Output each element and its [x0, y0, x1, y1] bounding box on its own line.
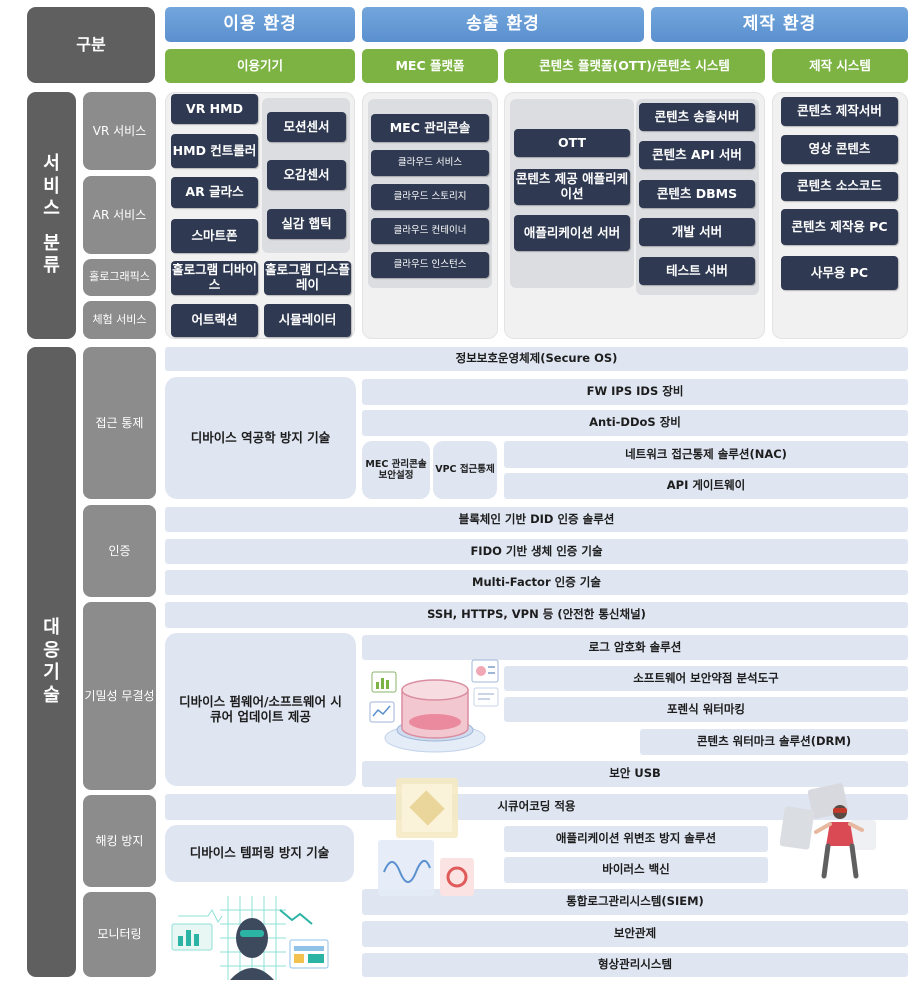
device-hologram-display: 홀로그램 디스플레이 — [264, 261, 351, 295]
row-vr-service: VR 서비스 — [83, 92, 156, 170]
device-tamper-box: 디바이스 템퍼링 방지 기술 — [165, 825, 354, 882]
api-gateway-bar: API 게이트웨이 — [504, 473, 908, 499]
device-reverse-engineering-box: 디바이스 역공학 방지 기술 — [165, 377, 356, 499]
cat-anti-hacking: 해킹 방지 — [83, 795, 156, 887]
firmware-secure-update-box: 디바이스 펌웨어/소프트웨어 시큐어 업데이트 제공 — [165, 633, 356, 786]
test-server: 테스트 서버 — [639, 257, 755, 285]
face-scan-illustration — [171, 896, 329, 980]
antivirus-bar: 바이러스 백신 — [504, 857, 768, 883]
device-motion-sensor: 모션센서 — [267, 112, 346, 142]
content-source-code: 콘텐츠 소스코드 — [781, 172, 898, 201]
content-api-server: 콘텐츠 API 서버 — [639, 141, 755, 169]
vr-user-illustration — [780, 783, 876, 879]
cloud-storage: 클라우드 스토리지 — [371, 184, 489, 210]
cat-access-control: 접근 통제 — [83, 347, 156, 499]
vpc-access-control-box: VPC 접근통제 — [433, 441, 497, 499]
configuration-management-bar: 형상관리시스템 — [362, 953, 908, 977]
cat-authentication: 인증 — [83, 505, 156, 597]
ott-box: OTT — [514, 129, 630, 157]
row-experience-service: 체험 서비스 — [83, 301, 156, 339]
development-server: 개발 서버 — [639, 218, 755, 246]
device-vr-hmd: VR HMD — [171, 94, 258, 124]
analytics-illustration — [378, 778, 474, 896]
device-haptic: 실감 햅틱 — [267, 209, 346, 239]
category-header: 구분 — [27, 7, 155, 83]
content-production-server: 콘텐츠 제작서버 — [781, 97, 898, 126]
env-broadcast-header: 송출 환경 — [362, 7, 644, 42]
row-holographics: 홀로그래픽스 — [83, 259, 156, 296]
device-five-senses-sensor: 오감센서 — [267, 160, 346, 190]
cloud-instance: 클라우드 인스턴스 — [371, 252, 489, 278]
device-hmd-controller: HMD 컨트롤러 — [171, 134, 258, 168]
log-encryption-bar: 로그 암호화 솔루션 — [362, 635, 908, 660]
security-hub-illustration — [369, 659, 499, 753]
nac-bar: 네트워크 접근통제 솔루션(NAC) — [504, 441, 908, 468]
cat-monitoring: 모니터링 — [83, 892, 156, 977]
device-attraction: 어트랙션 — [171, 304, 258, 337]
drm-watermark-bar: 콘텐츠 워터마크 솔루션(DRM) — [640, 729, 908, 755]
cloud-service: 클라우드 서비스 — [371, 150, 489, 176]
fido-auth-bar: FIDO 기반 생체 인증 기술 — [165, 539, 908, 564]
secure-os-bar: 정보보호운영체제(Secure OS) — [165, 347, 908, 371]
env-production-header: 제작 환경 — [651, 7, 908, 42]
cloud-container: 클라우드 컨테이너 — [371, 218, 489, 244]
sw-vulnerability-tool-bar: 소프트웨어 보안약점 분석도구 — [504, 666, 908, 691]
content-dbms: 콘텐츠 DBMS — [639, 180, 755, 208]
device-simulator: 시뮬레이터 — [264, 304, 351, 337]
anti-ddos-bar: Anti-DDoS 장비 — [362, 410, 908, 436]
secure-channel-bar: SSH, HTTPS, VPN 등 (안전한 통신채널) — [165, 602, 908, 628]
countermeasures-label: 대 응 기 술 — [27, 347, 76, 977]
did-auth-bar: 블록체인 기반 DID 인증 솔루션 — [165, 507, 908, 532]
sub-mec-header: MEC 플랫폼 — [362, 49, 498, 83]
cat-confidentiality-integrity: 기밀성 무결성 — [83, 602, 156, 790]
content-streaming-server: 콘텐츠 송출서버 — [639, 103, 755, 131]
sub-ott-header: 콘텐츠 플랫폼(OTT)/콘텐츠 시스템 — [504, 49, 765, 83]
forensic-watermark-bar: 포렌식 워터마킹 — [504, 697, 908, 722]
content-production-pc: 콘텐츠 제작용 PC — [781, 209, 898, 245]
video-content: 영상 콘텐츠 — [781, 135, 898, 164]
device-ar-glasses: AR 글라스 — [171, 177, 258, 208]
env-usage-header: 이용 환경 — [165, 7, 355, 42]
fw-ips-ids-bar: FW IPS IDS 장비 — [362, 379, 908, 405]
office-pc: 사무용 PC — [781, 256, 898, 290]
mec-console: MEC 관리콘솔 — [371, 114, 489, 142]
device-hologram-device: 홀로그램 디바이스 — [171, 261, 258, 295]
sub-production-header: 제작 시스템 — [772, 49, 908, 83]
sub-devices-header: 이용기기 — [165, 49, 355, 83]
mfa-bar: Multi-Factor 인증 기술 — [165, 570, 908, 595]
app-anti-forgery-bar: 애플리케이션 위변조 방지 솔루션 — [504, 826, 768, 852]
mec-console-security-box: MEC 관리콘솔 보안설정 — [362, 441, 430, 499]
security-monitoring-bar: 보안관제 — [362, 921, 908, 947]
row-ar-service: AR 서비스 — [83, 176, 156, 254]
content-provider-app: 콘텐츠 제공 애플리케이션 — [514, 169, 630, 205]
device-smartphone: 스마트폰 — [171, 219, 258, 253]
service-classification-label: 서 비 스 분 류 — [27, 92, 76, 339]
application-server: 애플리케이션 서버 — [514, 215, 630, 251]
